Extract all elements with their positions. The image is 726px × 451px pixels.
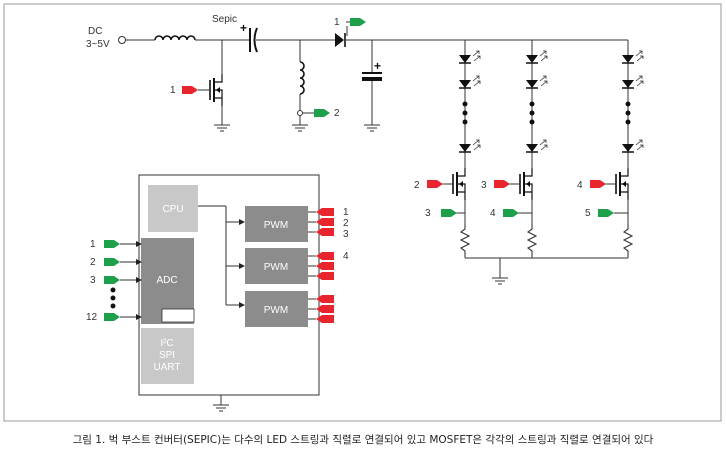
adc-label: ADC bbox=[156, 275, 177, 286]
string2-gate-label: 3 bbox=[481, 180, 487, 191]
cpu-block bbox=[148, 185, 198, 232]
string2-sense-label: 4 bbox=[490, 208, 496, 219]
pwm-block-2 bbox=[245, 248, 308, 284]
pwm-label: PWM bbox=[264, 220, 288, 231]
pwm-block-3 bbox=[245, 291, 308, 327]
sepic-label: Sepic bbox=[212, 14, 237, 25]
string1-sense-label: 3 bbox=[425, 208, 431, 219]
string3-driver: 4 5 bbox=[577, 167, 633, 258]
pwm1-outputs: 1 2 3 bbox=[308, 207, 349, 240]
string3-gate-label: 4 bbox=[577, 180, 583, 191]
comms-i2c: I²C bbox=[160, 338, 173, 349]
string3-sense-label: 5 bbox=[585, 208, 591, 219]
inductor-l2 bbox=[299, 61, 305, 95]
string1-gate-label: 2 bbox=[414, 180, 420, 191]
inductor-l1 bbox=[154, 35, 196, 41]
figure-caption: 그림 1. 벅 부스트 컨버터(SEPIC)는 다수의 LED 스트링과 직렬로… bbox=[72, 434, 654, 446]
input-voltage-label: 3~5V bbox=[86, 39, 110, 50]
pwm-block-1 bbox=[245, 206, 308, 242]
output-diode bbox=[335, 33, 344, 47]
adc-inputs: 1 2 3 12 bbox=[86, 239, 142, 323]
adc-input-3: 3 bbox=[90, 275, 96, 286]
pwm-label: PWM bbox=[264, 305, 288, 316]
pwm2-outputs: 4 bbox=[308, 251, 349, 280]
adc-input-2: 2 bbox=[90, 257, 96, 268]
sepic-node-label: 2 bbox=[334, 108, 340, 119]
figure-frame bbox=[3, 3, 722, 422]
led-string-2 bbox=[525, 40, 548, 175]
diode-out-label: 1 bbox=[334, 17, 340, 28]
sepic-switch-label: 1 bbox=[170, 85, 176, 96]
pwm-label: PWM bbox=[264, 262, 288, 273]
pwm1-output-3: 3 bbox=[343, 229, 349, 240]
input-terminal bbox=[118, 36, 126, 44]
pwm1-output-1: 1 bbox=[343, 207, 349, 218]
led-string-1 bbox=[458, 40, 481, 175]
green-connector bbox=[350, 18, 366, 26]
led-string-3 bbox=[621, 40, 644, 175]
pwm1-output-2: 2 bbox=[343, 218, 349, 229]
svg-text:+: + bbox=[374, 59, 381, 73]
svg-text:+: + bbox=[240, 21, 247, 35]
green-connector bbox=[314, 109, 330, 117]
comms-block bbox=[141, 328, 194, 384]
cpu-label: CPU bbox=[162, 204, 183, 215]
adc-input-12: 12 bbox=[86, 312, 98, 323]
pwm2-output-4: 4 bbox=[343, 251, 349, 262]
pwm3-outputs bbox=[308, 295, 334, 323]
red-connector bbox=[182, 86, 198, 94]
adc-input-1: 1 bbox=[90, 239, 96, 250]
input-dc-label: DC bbox=[88, 26, 102, 37]
string1-driver: 2 3 bbox=[414, 167, 470, 258]
comms-uart: UART bbox=[153, 362, 180, 373]
comms-spi: SPI bbox=[159, 350, 175, 361]
sepic-led-driver-diagram: DC 3~5V Sepic + 1 2 1 + bbox=[3, 3, 722, 422]
string2-driver: 3 4 bbox=[481, 167, 537, 258]
